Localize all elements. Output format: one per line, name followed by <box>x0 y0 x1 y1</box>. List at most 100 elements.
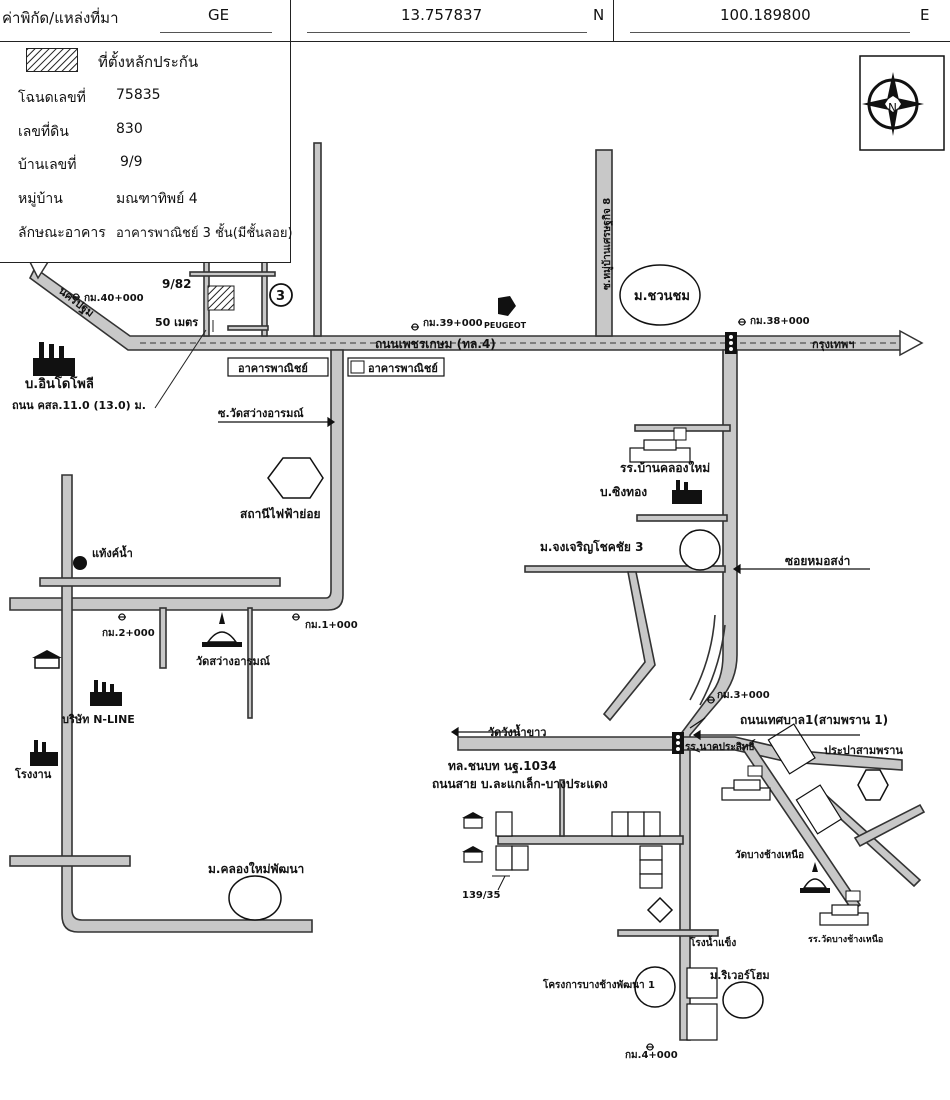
school-icon-ban-khlong-mai <box>629 427 691 463</box>
label-inter-poly: บ.อินโดโพลี <box>25 375 94 392</box>
label-km39: กม.39+000 <box>423 318 483 329</box>
longitude-cell: 100.189800 E <box>614 0 950 42</box>
prapa-hexagon-icon <box>857 769 889 801</box>
circle-3-marker <box>269 283 293 307</box>
house-no-label: บ้านเลขที่ <box>18 157 77 173</box>
commercial-box-1 <box>227 357 329 377</box>
label-school-nakprasit: รร.นาคประสิทธิ์ <box>685 739 756 753</box>
label-to-bangkok: กรุงเทพฯ <box>812 338 854 352</box>
compass-letter: N <box>888 101 897 115</box>
house-icon <box>32 650 62 669</box>
label-school-ban-khlong-mai: รร.บ้านคลองใหม่ <box>620 460 710 475</box>
label-prapa: ประปาสามพราน <box>824 744 903 757</box>
label-school-bang-chang: รร.วัดบางช้างเหนือ <box>808 933 883 945</box>
coord-source: GE <box>208 6 230 24</box>
school-icon-nakprasit <box>721 765 771 801</box>
deed-no-value: 75835 <box>116 87 161 103</box>
factory-icon-n-line <box>90 680 122 706</box>
temple-icon-wat-bang-chang <box>800 862 830 893</box>
label-soi-8: ซ.หมู่บ้านเศรษฐกิจ 8 <box>601 198 614 290</box>
label-factory: โรงงาน <box>14 767 52 781</box>
label-50m: 50 เมตร <box>155 316 198 329</box>
coordinates-header: ค่าพิกัด/แหล่งที่มา GE 13.757837 N 100.1… <box>0 0 950 42</box>
village-value: มณฑาทิพย์ 4 <box>116 191 198 207</box>
project-bang-chang-marker <box>634 966 676 1008</box>
longitude-dir: E <box>920 6 930 24</box>
label-139-35: 139/35 <box>462 890 500 901</box>
label-b-singthong: บ.ซิงทอง <box>600 485 647 499</box>
label-commercial-1: อาคารพาณิชย์ <box>238 362 308 375</box>
label-9-82: 9/82 <box>162 277 191 291</box>
label-wat-wang-nam-khao: วัดวังน้ำขาว <box>488 724 546 739</box>
house-icon-139-a <box>462 812 484 829</box>
substation-hexagon-icon <box>267 457 324 499</box>
traffic-light-thesaban <box>672 732 684 754</box>
m-jongcharoen-marker <box>679 529 721 571</box>
label-road-1034-name: ถนนสาย บ.ละแกเล็ก-บางประแดง <box>432 776 608 791</box>
label-km3: กม.3+000 <box>717 690 770 701</box>
m-river-home-marker <box>722 981 764 1019</box>
label-road-width: ถนน คสล.11.0 (13.0) ม. <box>12 399 146 412</box>
label-km4: กม.4+000 <box>625 1050 678 1061</box>
label-soi-wat: ซ.วัดสว่างอารมณ์ <box>218 407 304 420</box>
m-chuanchom-marker <box>619 264 701 326</box>
label-project-bang-chang: โครงการบางช้างพัฒนา 1 <box>542 978 655 991</box>
deed-no-label: โฉนดเลขที่ <box>18 90 86 106</box>
label-km1: กม.1+000 <box>305 620 358 631</box>
diamond-icon <box>646 896 674 924</box>
m-khlong-mai-marker <box>228 875 282 921</box>
label-circle-3: 3 <box>276 289 285 304</box>
building-type-value: อาคารพาณิชย์ 3 ชั้น(มีชั้นลอย) <box>116 226 293 241</box>
pointer-arrows <box>218 416 870 753</box>
longitude-value: 100.189800 <box>720 6 811 24</box>
label-phetkasem: ถนนเพชรเกษม (ทล.4) <box>375 337 496 351</box>
label-soi-mo-sanga: ซอยหมอสง่า <box>785 554 850 568</box>
km-markers <box>72 293 746 1051</box>
peugeot-logo-icon <box>498 296 516 316</box>
label-km40: กม.40+000 <box>84 293 144 304</box>
label-commercial-2: อาคารพาณิชย์ <box>368 362 438 375</box>
hatch-legend-swatch <box>26 48 78 72</box>
latitude-cell: 13.757837 N <box>291 0 614 42</box>
legend-property-location: ที่ตั้งหลักประกัน <box>98 53 199 71</box>
label-n-line: บริษัท N-LINE <box>62 713 135 726</box>
house-icon-139-b <box>462 846 484 863</box>
label-km38: กม.38+000 <box>750 316 810 327</box>
seven-eleven-icon <box>350 360 365 374</box>
compass-rose: N <box>859 55 945 151</box>
label-m-river-home: ม.ริเวอร์โฮม <box>710 968 770 982</box>
factory-icon-indopoly <box>33 342 75 376</box>
school-icon-bang-chang <box>819 890 869 926</box>
label-road-1034: ทล.ชนบท นฐ.1034 <box>448 759 557 774</box>
label-m-jongcharoen: ม.จงเจริญโชคชัย 3 <box>540 539 643 554</box>
commercial-box-2 <box>347 357 445 377</box>
latitude-value: 13.757837 <box>401 6 483 24</box>
buildings-row <box>495 723 843 1041</box>
label-km2: กม.2+000 <box>102 628 155 639</box>
property-info-box: ที่ตั้งหลักประกัน โฉนดเลขที่ 75835 เลขที… <box>0 42 293 263</box>
traffic-light-km38 <box>725 332 737 354</box>
factory-icon-singthong <box>672 480 702 504</box>
house-no-value: 9/9 <box>120 154 143 170</box>
label-wat-sawang: วัดสว่างอารมณ์ <box>196 655 271 668</box>
water-tower-icon <box>73 556 87 570</box>
building-type-label: ลักษณะอาคาร <box>18 225 106 241</box>
arrow-right-icon <box>899 329 924 357</box>
label-m-khlong-mai: ม.คลองใหม่พัฒนา <box>208 861 304 876</box>
source-cell: ค่าพิกัด/แหล่งที่มา GE <box>0 0 291 42</box>
phetkasem-road <box>28 261 924 357</box>
local-roads-top <box>189 142 613 337</box>
factory-icon-rongngan <box>30 740 58 766</box>
label-peugeot: PEUGEOT <box>484 321 527 330</box>
label-ice-factory: โรงน้ำแข็ง <box>689 935 736 949</box>
label-wat-bang-chang: วัดบางช้างเหนือ <box>735 849 804 861</box>
village-label: หมู่บ้าน <box>18 191 63 207</box>
coord-label: ค่าพิกัด/แหล่งที่มา <box>2 9 119 27</box>
property-marker <box>207 285 235 311</box>
label-m-chuanchom: ม.ชวนชม <box>634 289 690 304</box>
label-substation: สถานีไฟฟ้าย่อย <box>240 506 321 521</box>
left-vertical-road <box>9 474 313 933</box>
latitude-dir: N <box>593 6 605 24</box>
land-no-label: เลขที่ดิน <box>18 124 69 140</box>
